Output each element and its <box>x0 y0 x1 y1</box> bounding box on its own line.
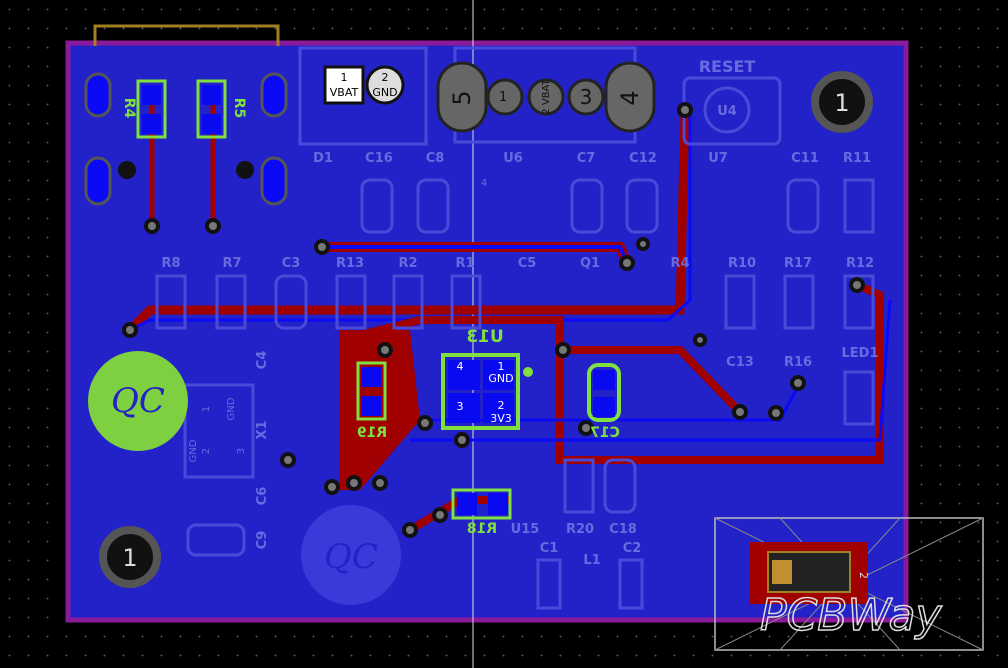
vias <box>122 102 865 538</box>
ref-label: R12 <box>846 256 874 271</box>
u13-pad-number: 4 <box>457 360 464 373</box>
qc-logo-silk <box>301 505 401 605</box>
ref-label-r19[interactable]: R19 <box>357 425 387 441</box>
u13-pad-number: 1 <box>498 360 505 373</box>
pin-5-label: 5 <box>448 90 476 105</box>
ref-label-r5[interactable]: R5 <box>231 98 247 119</box>
ref-label-u13[interactable]: U13 <box>466 327 503 347</box>
ref-label: R20 <box>566 522 594 537</box>
ref-label: X1 <box>255 420 270 439</box>
ref-label: U15 <box>511 522 540 537</box>
ref-label: C9 <box>255 531 270 550</box>
ref-label: L1 <box>583 553 600 568</box>
ref-label: U4 <box>717 104 737 119</box>
pin-3-label: 3 <box>580 85 593 109</box>
ref-label: R8 <box>161 256 180 271</box>
ref-label: LED1 <box>841 346 878 361</box>
ref-label: R7 <box>222 256 241 271</box>
battery-connector: 1 VBAT 2 GND <box>323 65 405 105</box>
usb-outline <box>93 24 280 46</box>
selected-labels: R4 R5 U13 R19 R18 C17 4 1 GND 3 2 3V3 <box>121 98 620 537</box>
pad-number: 1 <box>201 406 212 412</box>
ref-label: C7 <box>577 151 596 166</box>
led-pad-label: 2 <box>857 572 870 579</box>
pin-1-name: VBAT <box>330 86 359 99</box>
ref-label: R16 <box>784 355 812 370</box>
pad-name: GND <box>188 439 199 462</box>
mounting-hole-label: 1 <box>834 89 849 117</box>
ref-label: R10 <box>728 256 756 271</box>
ref-label: C3 <box>282 256 301 271</box>
ref-label: C5 <box>518 256 537 271</box>
qc-logo-text: QC <box>324 537 378 577</box>
ref-label: C16 <box>365 151 393 166</box>
u13-pad-name: 3V3 <box>490 412 512 425</box>
pad-number: 4 <box>481 178 487 189</box>
ref-label: C8 <box>426 151 445 166</box>
ref-label: Q1 <box>580 256 600 271</box>
pin-1-label: 1 <box>341 71 348 84</box>
pin-1-label: 1 <box>499 90 507 105</box>
ref-label: C13 <box>726 355 754 370</box>
pin-4-label: 4 <box>616 90 644 105</box>
ref-label: D1 <box>313 151 333 166</box>
u13-pad-number: 2 <box>498 399 505 412</box>
reset-label: RESET <box>699 57 756 76</box>
ref-label: R1 <box>455 256 474 271</box>
ref-label: C2 <box>623 541 642 556</box>
ref-label: C18 <box>609 522 637 537</box>
ref-label: U6 <box>503 151 523 166</box>
pad-number: 2 <box>201 448 212 454</box>
svg-text:2 VBAT: 2 VBAT <box>541 78 552 114</box>
ref-label: R2 <box>398 256 417 271</box>
pin-2-name: VBAT <box>541 78 552 105</box>
mounting-hole-label: 1 <box>122 544 137 572</box>
pin-2-label: 2 <box>382 71 389 84</box>
pin-2-label: 2 <box>541 108 552 114</box>
ref-label: R4 <box>670 256 689 271</box>
qc-logo-green <box>88 351 188 451</box>
qc-logo-text: QC <box>111 381 165 421</box>
ref-label: C4 <box>255 351 270 370</box>
ref-label: C11 <box>791 151 819 166</box>
ref-label: R17 <box>784 256 812 271</box>
pcbway-logo-area: 2 PCBWay <box>714 517 984 651</box>
ref-label-r18[interactable]: R18 <box>467 521 497 537</box>
ref-label: R11 <box>843 151 871 166</box>
usb-connector <box>84 72 288 206</box>
u13-pad-number: 3 <box>457 400 464 413</box>
ref-label-r4[interactable]: R4 <box>121 98 137 119</box>
selected-footprints <box>136 79 621 520</box>
pad-name: GND <box>226 397 237 420</box>
ref-label-c17[interactable]: C17 <box>590 425 620 441</box>
ref-label: C12 <box>629 151 657 166</box>
ref-label: C6 <box>255 487 270 506</box>
pad-number: 3 <box>236 448 247 454</box>
u13-pad-name: GND <box>488 372 513 385</box>
ref-label: R13 <box>336 256 364 271</box>
ref-label: U7 <box>708 151 728 166</box>
mounting-holes: 1 1 <box>99 71 873 588</box>
ref-label: C1 <box>540 541 559 556</box>
pin-header: 5 1 2 VBAT 3 4 <box>436 61 656 133</box>
silkscreen-labels: D1 C16 C8 U6 C7 C12 U7 C11 R11 R8 R7 C3 … <box>161 57 878 568</box>
pin-2-name: GND <box>372 86 397 99</box>
pcbway-logo-text: PCBWay <box>760 590 943 641</box>
footprints <box>155 46 875 610</box>
